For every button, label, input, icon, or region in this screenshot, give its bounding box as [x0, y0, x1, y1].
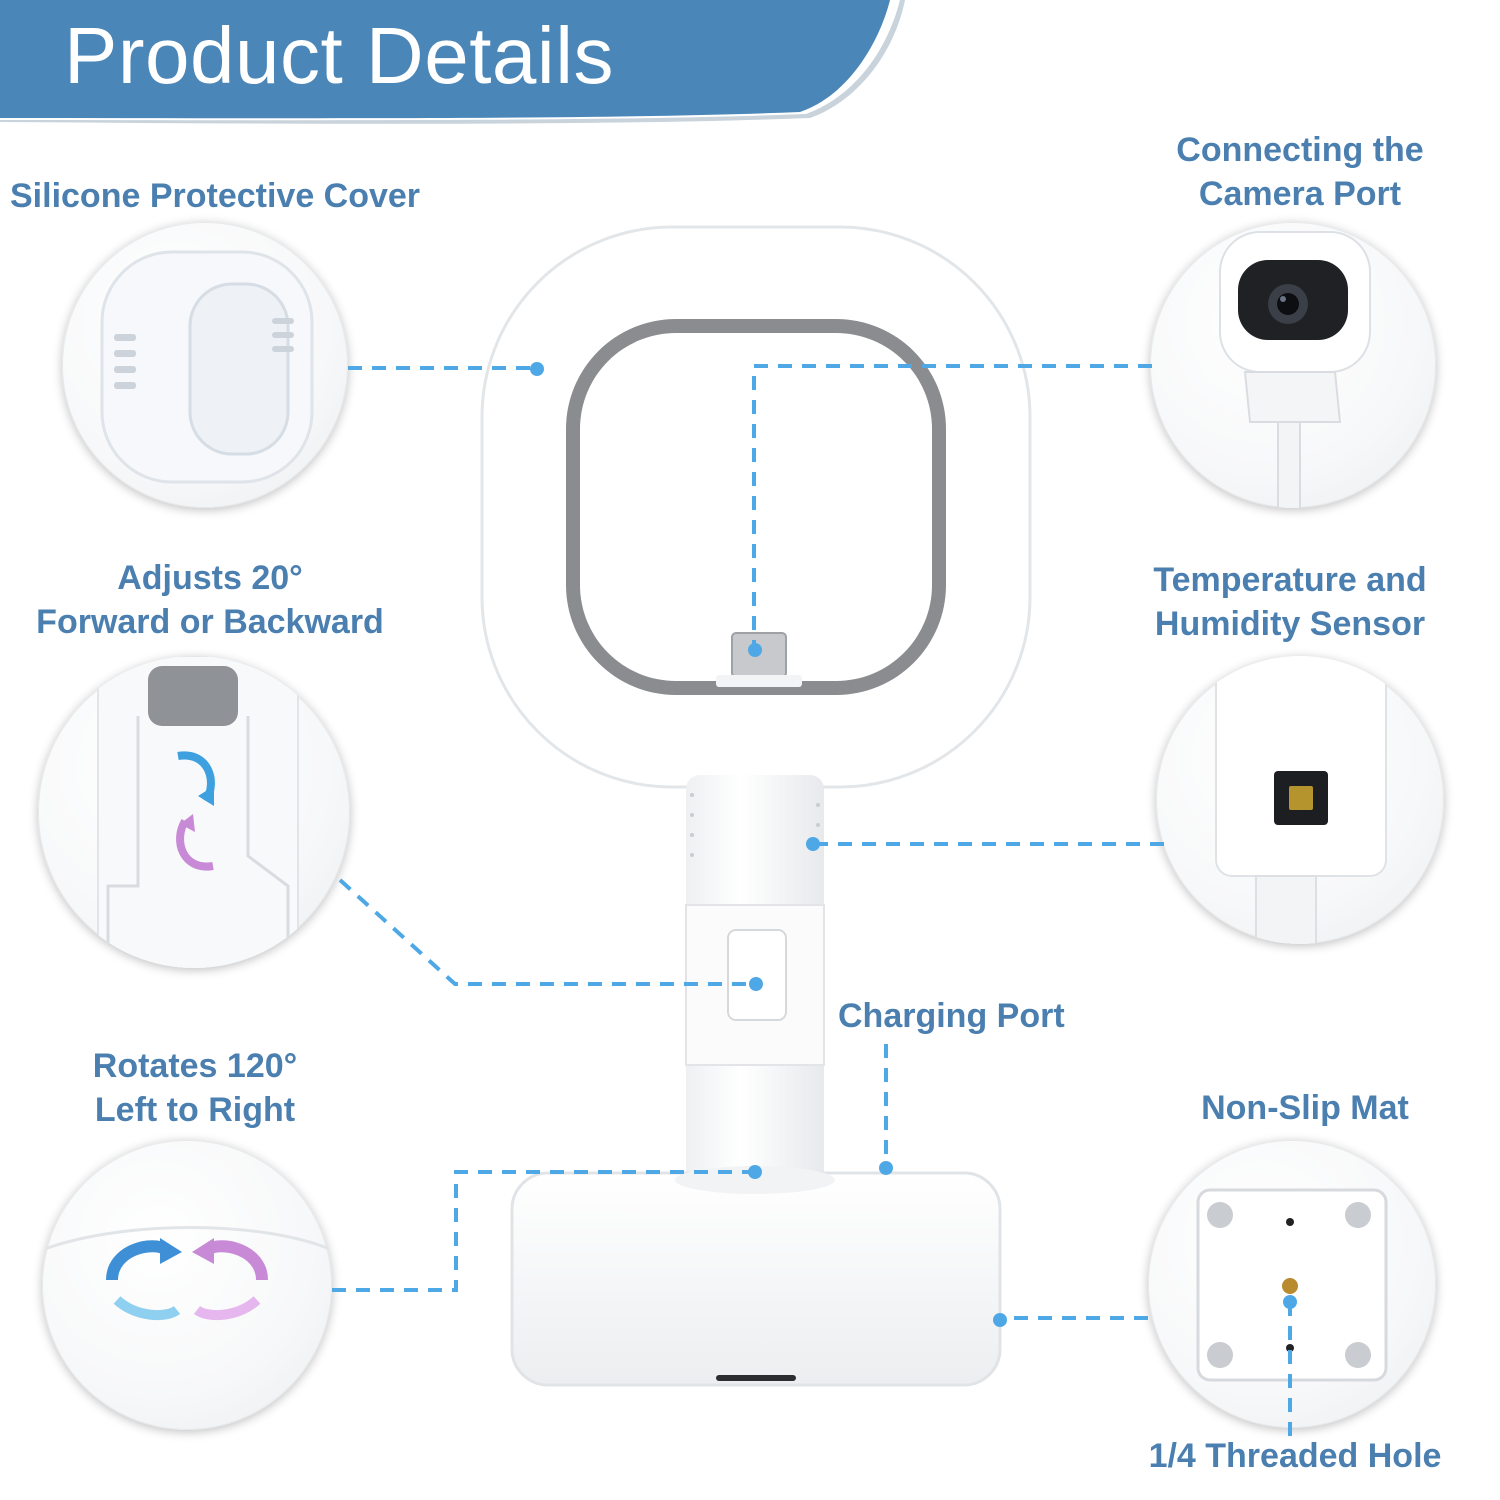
label-temp-sensor: Temperature and Humidity Sensor	[1110, 558, 1470, 646]
leader-dot-rotates	[748, 1165, 762, 1179]
rotate-forward-backward-icon	[176, 751, 215, 871]
leader-dot-camera-port	[748, 643, 762, 657]
label-line: Left to Right	[94, 1091, 296, 1129]
detail-circle-rotates	[42, 1140, 332, 1430]
hinge-image	[97, 656, 299, 968]
threaded-hole-dot	[1282, 1278, 1298, 1294]
label-non-slip-mat: Non-Slip Mat	[1160, 1086, 1450, 1130]
detail-circle-silicone-cover	[62, 222, 348, 508]
detail-circle-temp-sensor	[1156, 656, 1444, 944]
page-title: Product Details	[64, 11, 614, 100]
leader-dot-charging-port	[879, 1161, 893, 1175]
base-rotation-image	[42, 1226, 332, 1321]
hinge-tab	[727, 929, 787, 1021]
label-adjusts: Adjusts 20° Forward or Backward	[0, 556, 420, 644]
sensor-chip-icon	[1274, 771, 1328, 825]
label-line: Charging Port	[838, 997, 1065, 1035]
leader-camera-port	[752, 364, 1152, 650]
banner-shape	[0, 0, 905, 124]
camera-lens-icon	[1268, 284, 1308, 324]
sensor-image	[1215, 656, 1387, 944]
label-line: Camera Port	[1198, 175, 1402, 213]
label-line: Temperature and	[1153, 561, 1427, 599]
rotate-left-right-icon	[106, 1238, 268, 1321]
leader-adjusts	[338, 878, 756, 986]
label-rotates: Rotates 120° Left to Right	[40, 1044, 350, 1132]
leader-dot-adjusts	[749, 977, 763, 991]
camera-image	[1219, 231, 1371, 508]
header-banner: Product Details	[0, 0, 1500, 140]
leader-dot-temp-sensor	[806, 837, 820, 851]
detail-circle-camera-port	[1150, 222, 1436, 508]
leader-rotates	[332, 1170, 755, 1292]
leader-dot-non-slip-mat	[993, 1313, 1007, 1327]
label-line: Non-Slip Mat	[1201, 1089, 1409, 1127]
silicone-cover-image	[100, 250, 314, 484]
leader-dot-silicone-cover	[530, 362, 544, 376]
label-line: Rotates 120°	[92, 1047, 298, 1085]
label-threaded-hole: 1/4 Threaded Hole	[1120, 1434, 1470, 1478]
charging-slot	[716, 1375, 796, 1381]
label-line: Humidity Sensor	[1154, 605, 1426, 643]
label-line: 1/4 Threaded Hole	[1148, 1437, 1442, 1475]
label-charging-port: Charging Port	[838, 994, 1113, 1038]
detail-circle-adjusts	[38, 656, 350, 968]
label-line: Silicone Protective Cover	[10, 177, 421, 215]
leader-dot-threaded-hole	[1283, 1295, 1297, 1309]
label-camera-port: Connecting the Camera Port	[1130, 128, 1470, 216]
label-line: Adjusts 20°	[117, 559, 303, 597]
label-line: Connecting the	[1176, 131, 1424, 169]
label-silicone-cover: Silicone Protective Cover	[10, 174, 460, 218]
label-line: Forward or Backward	[36, 603, 384, 641]
